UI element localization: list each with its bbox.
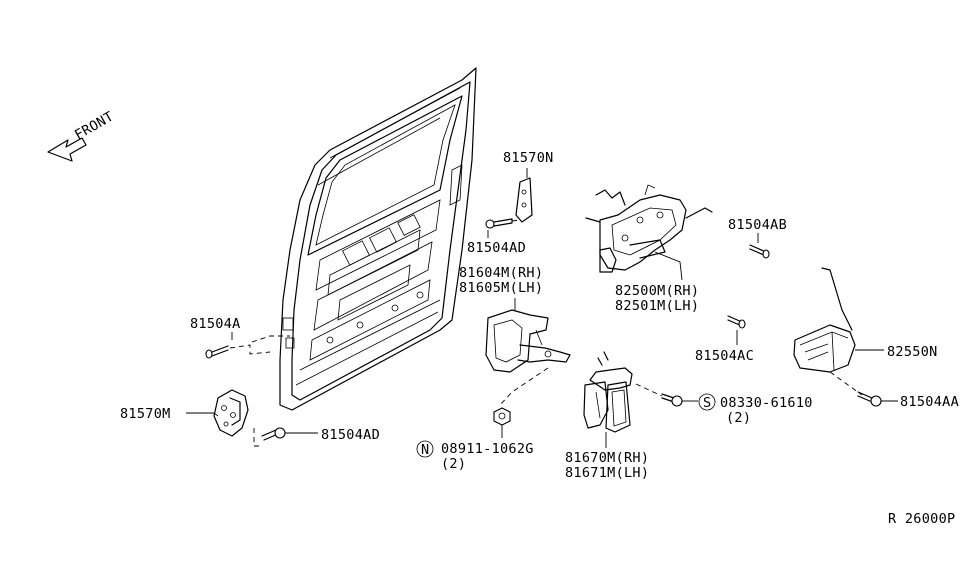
bolt-81504AD-top [485,218,521,238]
label-08330-qty: (2) [726,410,751,426]
outside-handle-81670M [583,351,633,448]
inside-handle-81604M [485,298,571,406]
label-81570M: 81570M [120,406,171,422]
label-81604M: 81604M(RH) [459,265,543,281]
door-lock-assembly-82500M [585,184,713,281]
label-08911-qty: (2) [441,456,466,472]
label-08911-prefix: N [421,442,429,458]
label-81670M: 81670M(RH) [565,450,649,466]
front-label: FRONT [72,109,116,144]
label-81504AD-top: 81504AD [467,240,526,256]
label-08911: 08911-1062G [441,441,534,457]
front-arrow-icon [47,137,87,162]
label-81605M: 81605M(LH) [459,280,543,296]
label-82501M: 82501M(LH) [615,298,699,314]
label-81504AD-bottom: 81504AD [321,427,380,443]
screw-81504AC [727,315,746,345]
nut-08911 [493,407,511,438]
label-82550N: 82550N [887,344,938,360]
actuator-82550N [793,267,884,396]
label-08330-prefix: S [703,395,711,411]
label-81504AA: 81504AA [900,394,959,410]
screw-81504AB [749,233,770,259]
bolt-81504AD-bottom [253,427,318,447]
label-81504AB: 81504AB [728,217,787,233]
label-81504AC: 81504AC [695,348,754,364]
label-82500M: 82500M(RH) [615,283,699,299]
sliding-door-panel [279,67,477,411]
screw-08330 [635,383,698,407]
lower-bracket-81570M [186,389,249,437]
screw-81504A [205,332,290,359]
label-08330: 08330-61610 [720,395,813,411]
diagram-code: R 26000P [888,511,955,527]
label-81504A: 81504A [190,316,241,332]
circle-prefix-N [416,440,434,458]
bolt-81504AA [857,391,898,407]
label-81671M: 81671M(LH) [565,465,649,481]
circle-prefix-S [698,393,716,411]
upper-bracket-81570N [515,168,533,223]
label-81570N: 81570N [503,150,554,166]
